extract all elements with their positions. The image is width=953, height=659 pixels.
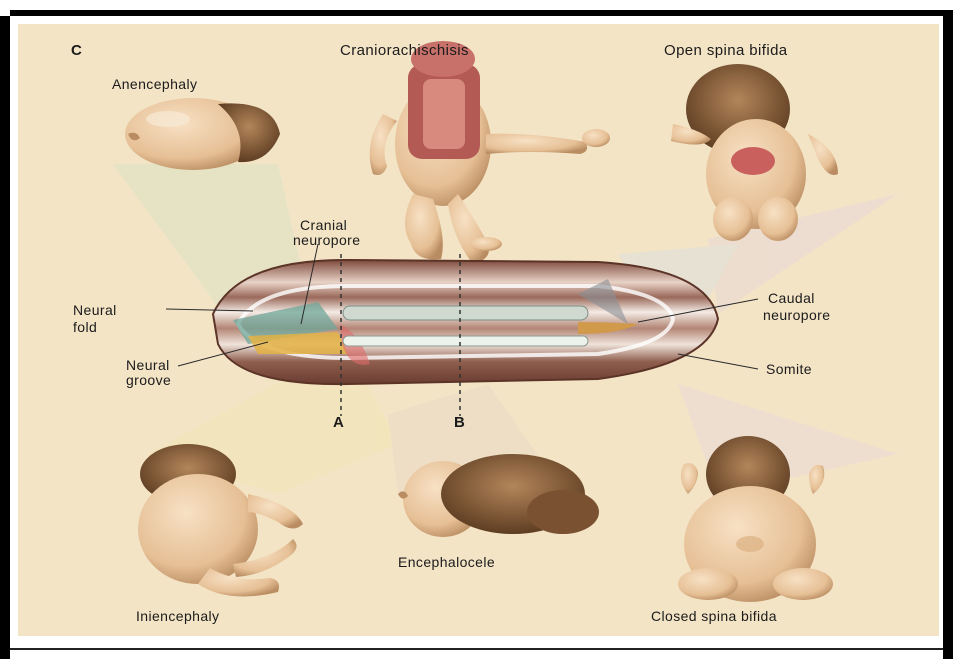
- label-craniorachischisis: Craniorachischisis: [340, 42, 469, 59]
- neural-tube-defects-illustration: [18, 24, 939, 636]
- bottom-border: [10, 648, 943, 650]
- embryo-neural-tube-illustration: [213, 260, 718, 384]
- label-neural-fold-2: fold: [73, 319, 97, 336]
- label-cranial-neuropore-2: neuropore: [293, 232, 360, 249]
- label-caudal-neuropore-1: Caudal: [768, 290, 815, 307]
- label-caudal-neuropore-2: neuropore: [763, 307, 830, 324]
- label-anencephaly: Anencephaly: [112, 76, 197, 93]
- label-section-b: B: [454, 414, 465, 431]
- right-border: [943, 16, 953, 659]
- label-open-spina-bifida: Open spina bifida: [664, 42, 788, 59]
- anencephaly-illustration: [125, 98, 280, 170]
- label-neural-groove-2: groove: [126, 372, 171, 389]
- left-border: [0, 16, 10, 659]
- panel-letter: C: [71, 42, 82, 59]
- top-border-rule: [10, 10, 953, 16]
- label-neural-fold-1: Neural: [73, 302, 117, 319]
- label-section-a: A: [333, 414, 344, 431]
- craniorachischisis-illustration: [370, 41, 610, 264]
- label-encephalocele: Encephalocele: [398, 554, 495, 571]
- label-somite: Somite: [766, 361, 812, 378]
- figure-panel: C Craniorachischisis Open spina bifida A…: [18, 24, 939, 636]
- label-closed-spina-bifida: Closed spina bifida: [651, 608, 777, 625]
- label-iniencephaly: Iniencephaly: [136, 608, 219, 625]
- encephalocele-illustration: [398, 454, 599, 537]
